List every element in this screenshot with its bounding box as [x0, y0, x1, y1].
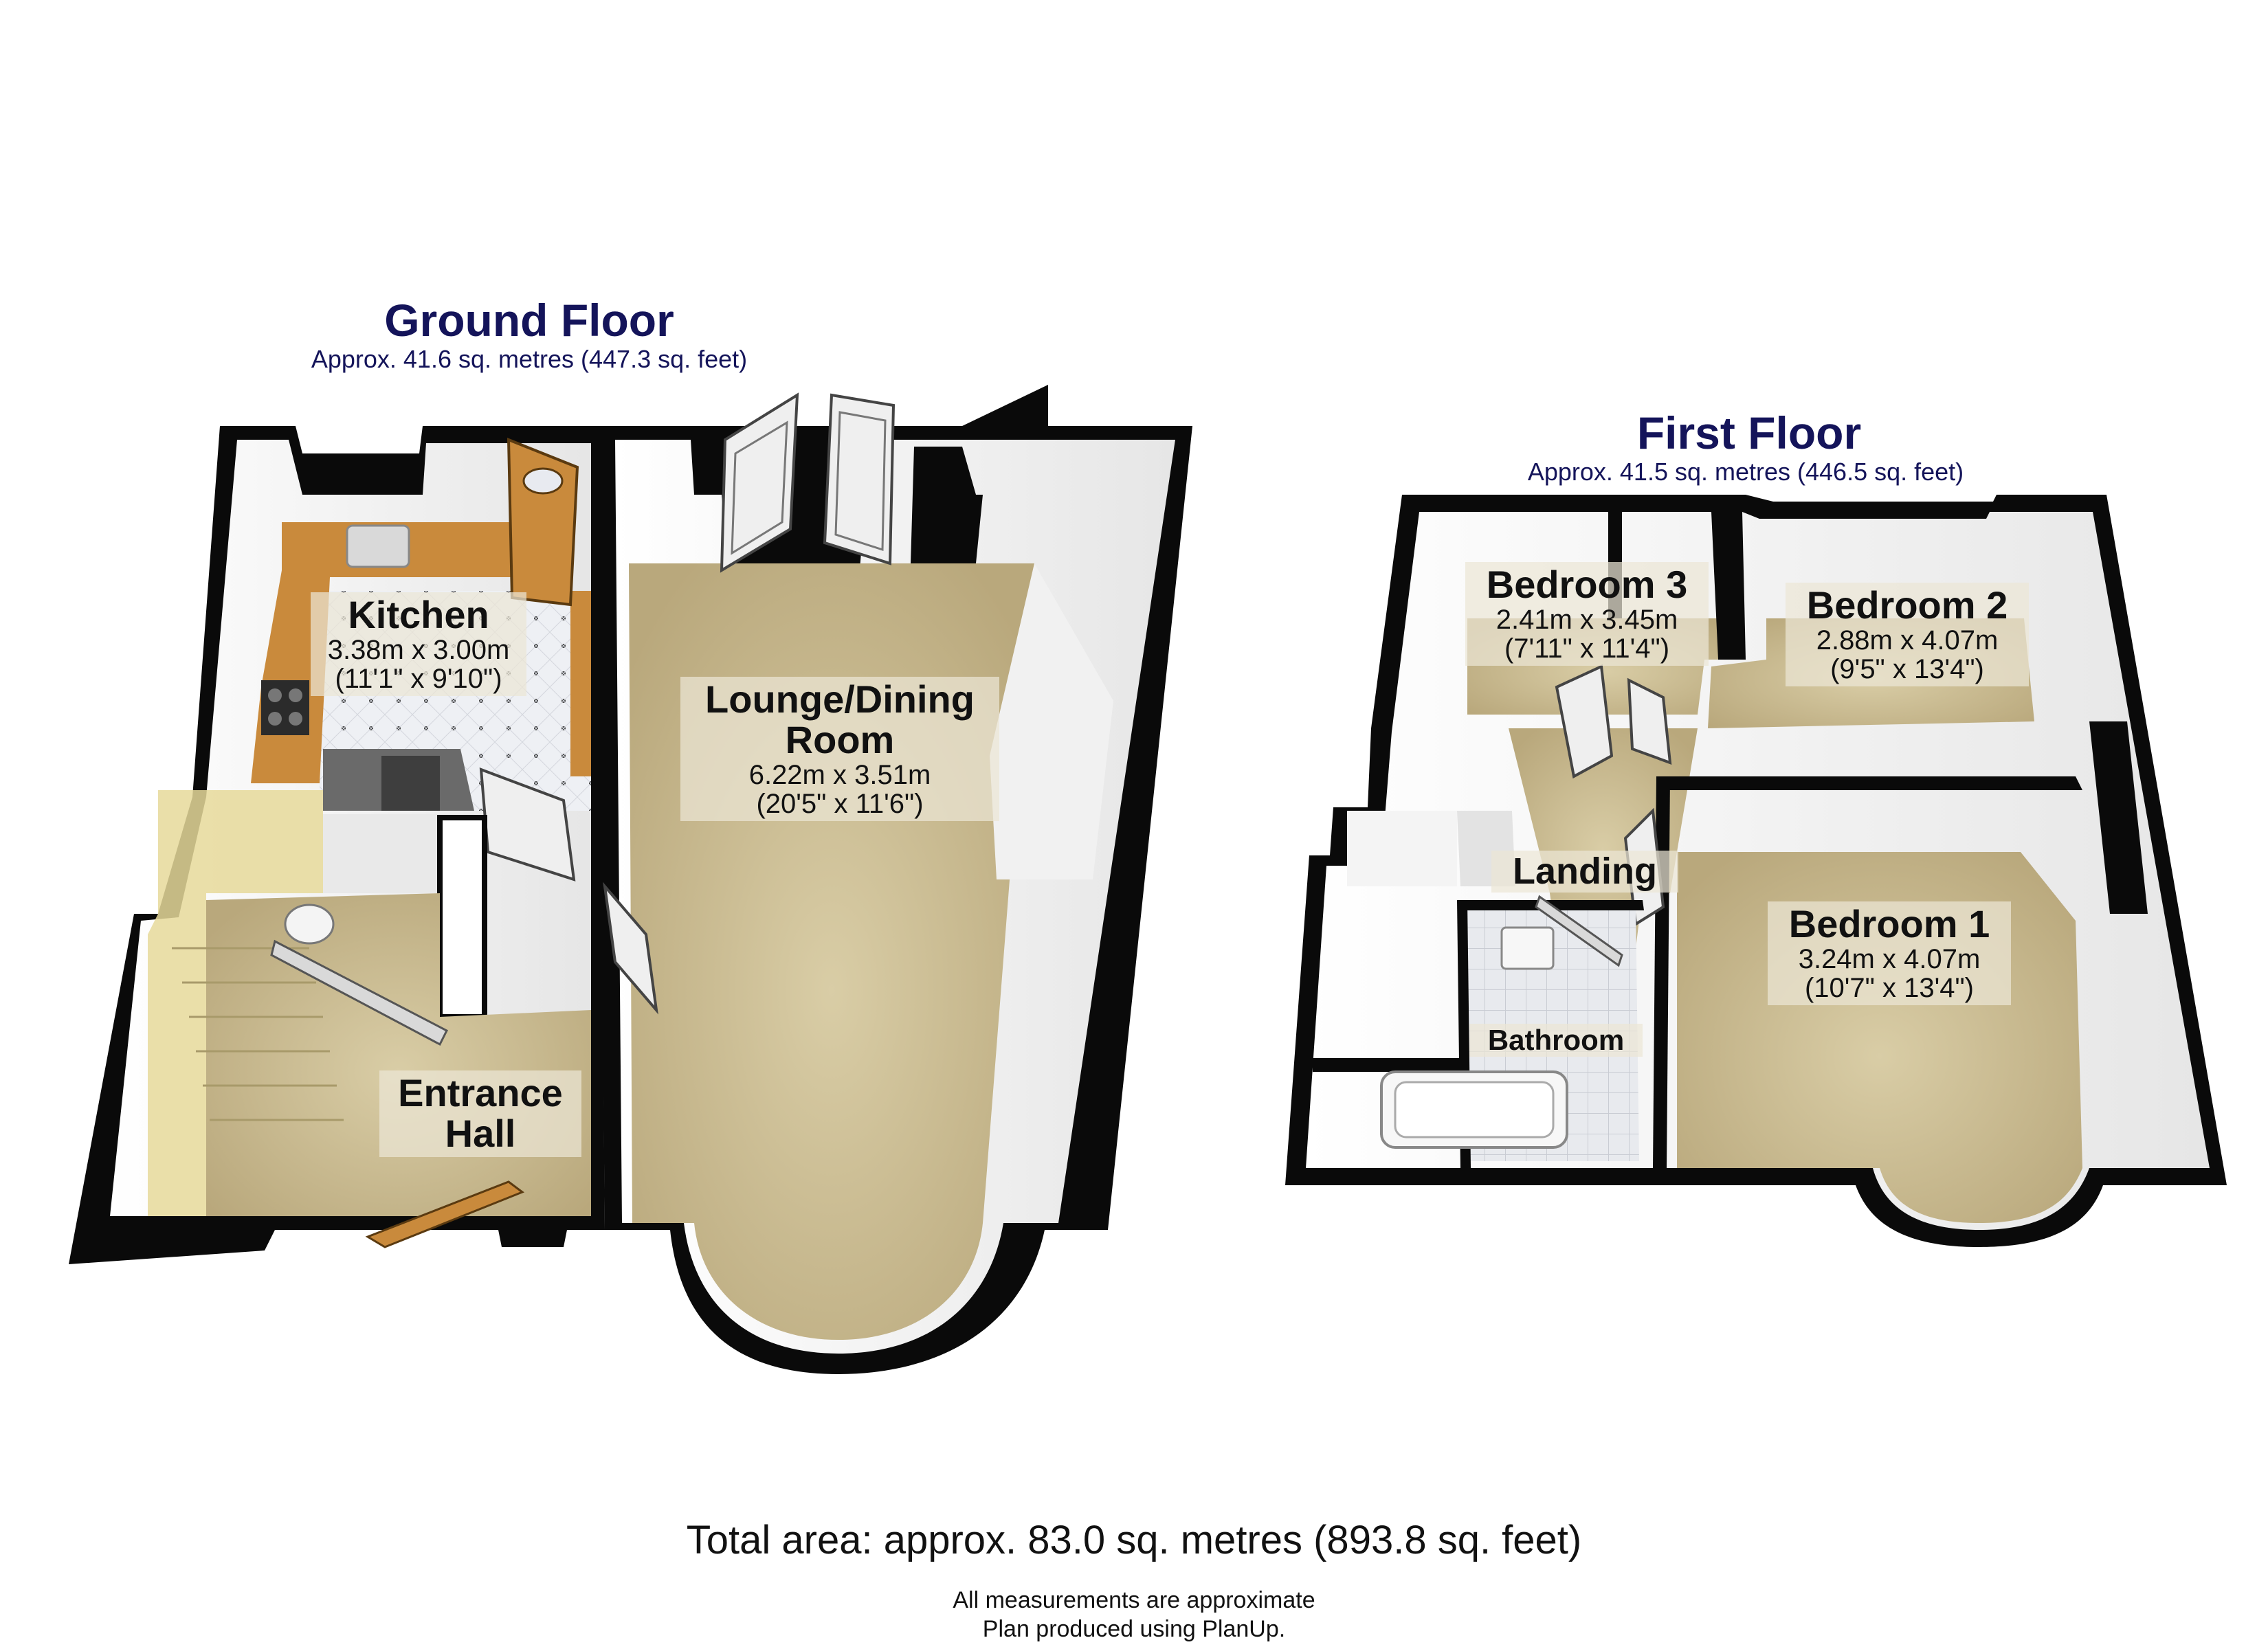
measurements-note: All measurements are approximate — [953, 1587, 1315, 1613]
first-floor-title: First Floor — [1636, 407, 1862, 458]
room-dimensions-imperial: (11'1" x 9'10") — [335, 663, 502, 694]
kitchen-label: Kitchen 3.38m x 3.00m (11'1" x 9'10") — [311, 592, 526, 696]
room-name-line2: Room — [785, 717, 895, 761]
room-name: Landing — [1513, 851, 1657, 892]
room-dimensions-imperial: (10'7" x 13'4") — [1804, 972, 1974, 1003]
room-name-line1: Entrance — [398, 1071, 563, 1114]
room-name: Bedroom 1 — [1788, 902, 1990, 945]
lounge-room — [597, 385, 1192, 1374]
bedroom-2-label: Bedroom 2 2.88m x 4.07m (9'5" x 13'4") — [1786, 583, 2029, 686]
room-dimensions-metric: 3.38m x 3.00m — [327, 634, 510, 665]
room-dimensions-metric: 2.41m x 3.45m — [1496, 604, 1678, 635]
landing-label: Landing — [1491, 851, 1678, 893]
first-floor-area: Approx. 41.5 sq. metres (446.5 sq. feet) — [1527, 458, 1964, 486]
room-dimensions-metric: 6.22m x 3.51m — [748, 759, 931, 790]
room-name-line2: Hall — [445, 1111, 516, 1155]
room-dimensions-imperial: (20'5" x 11'6") — [756, 788, 924, 819]
room-dimensions-imperial: (7'11" x 11'4") — [1504, 633, 1670, 664]
first-floor-block — [1285, 495, 2227, 1247]
room-dimensions-imperial: (9'5" x 13'4") — [1830, 653, 1984, 684]
entrance-hall-label: Entrance Hall — [379, 1070, 581, 1157]
lounge-dining-label: Lounge/Dining Room 6.22m x 3.51m (20'5" … — [680, 677, 999, 821]
ground-floor-title: Ground Floor — [384, 295, 674, 346]
total-area: Total area: approx. 83.0 sq. metres (893… — [686, 1518, 1582, 1562]
bedroom-3-label: Bedroom 3 2.41m x 3.45m (7'11" x 11'4") — [1465, 562, 1709, 666]
plan-credit: Plan produced using PlanUp. — [982, 1616, 1286, 1642]
ground-floor-area: Approx. 41.6 sq. metres (447.3 sq. feet) — [311, 345, 748, 373]
room-name: Bedroom 2 — [1806, 583, 2008, 627]
bathroom-label: Bathroom — [1469, 1024, 1643, 1057]
room-name: Bathroom — [1487, 1024, 1625, 1056]
room-name-line1: Lounge/Dining — [705, 677, 975, 721]
bedroom-1-label: Bedroom 1 3.24m x 4.07m (10'7" x 13'4") — [1768, 901, 2011, 1005]
room-dimensions-metric: 3.24m x 4.07m — [1798, 943, 1981, 974]
room-name: Bedroom 3 — [1486, 563, 1688, 606]
room-name: Kitchen — [348, 593, 489, 636]
room-dimensions-metric: 2.88m x 4.07m — [1816, 625, 1999, 655]
